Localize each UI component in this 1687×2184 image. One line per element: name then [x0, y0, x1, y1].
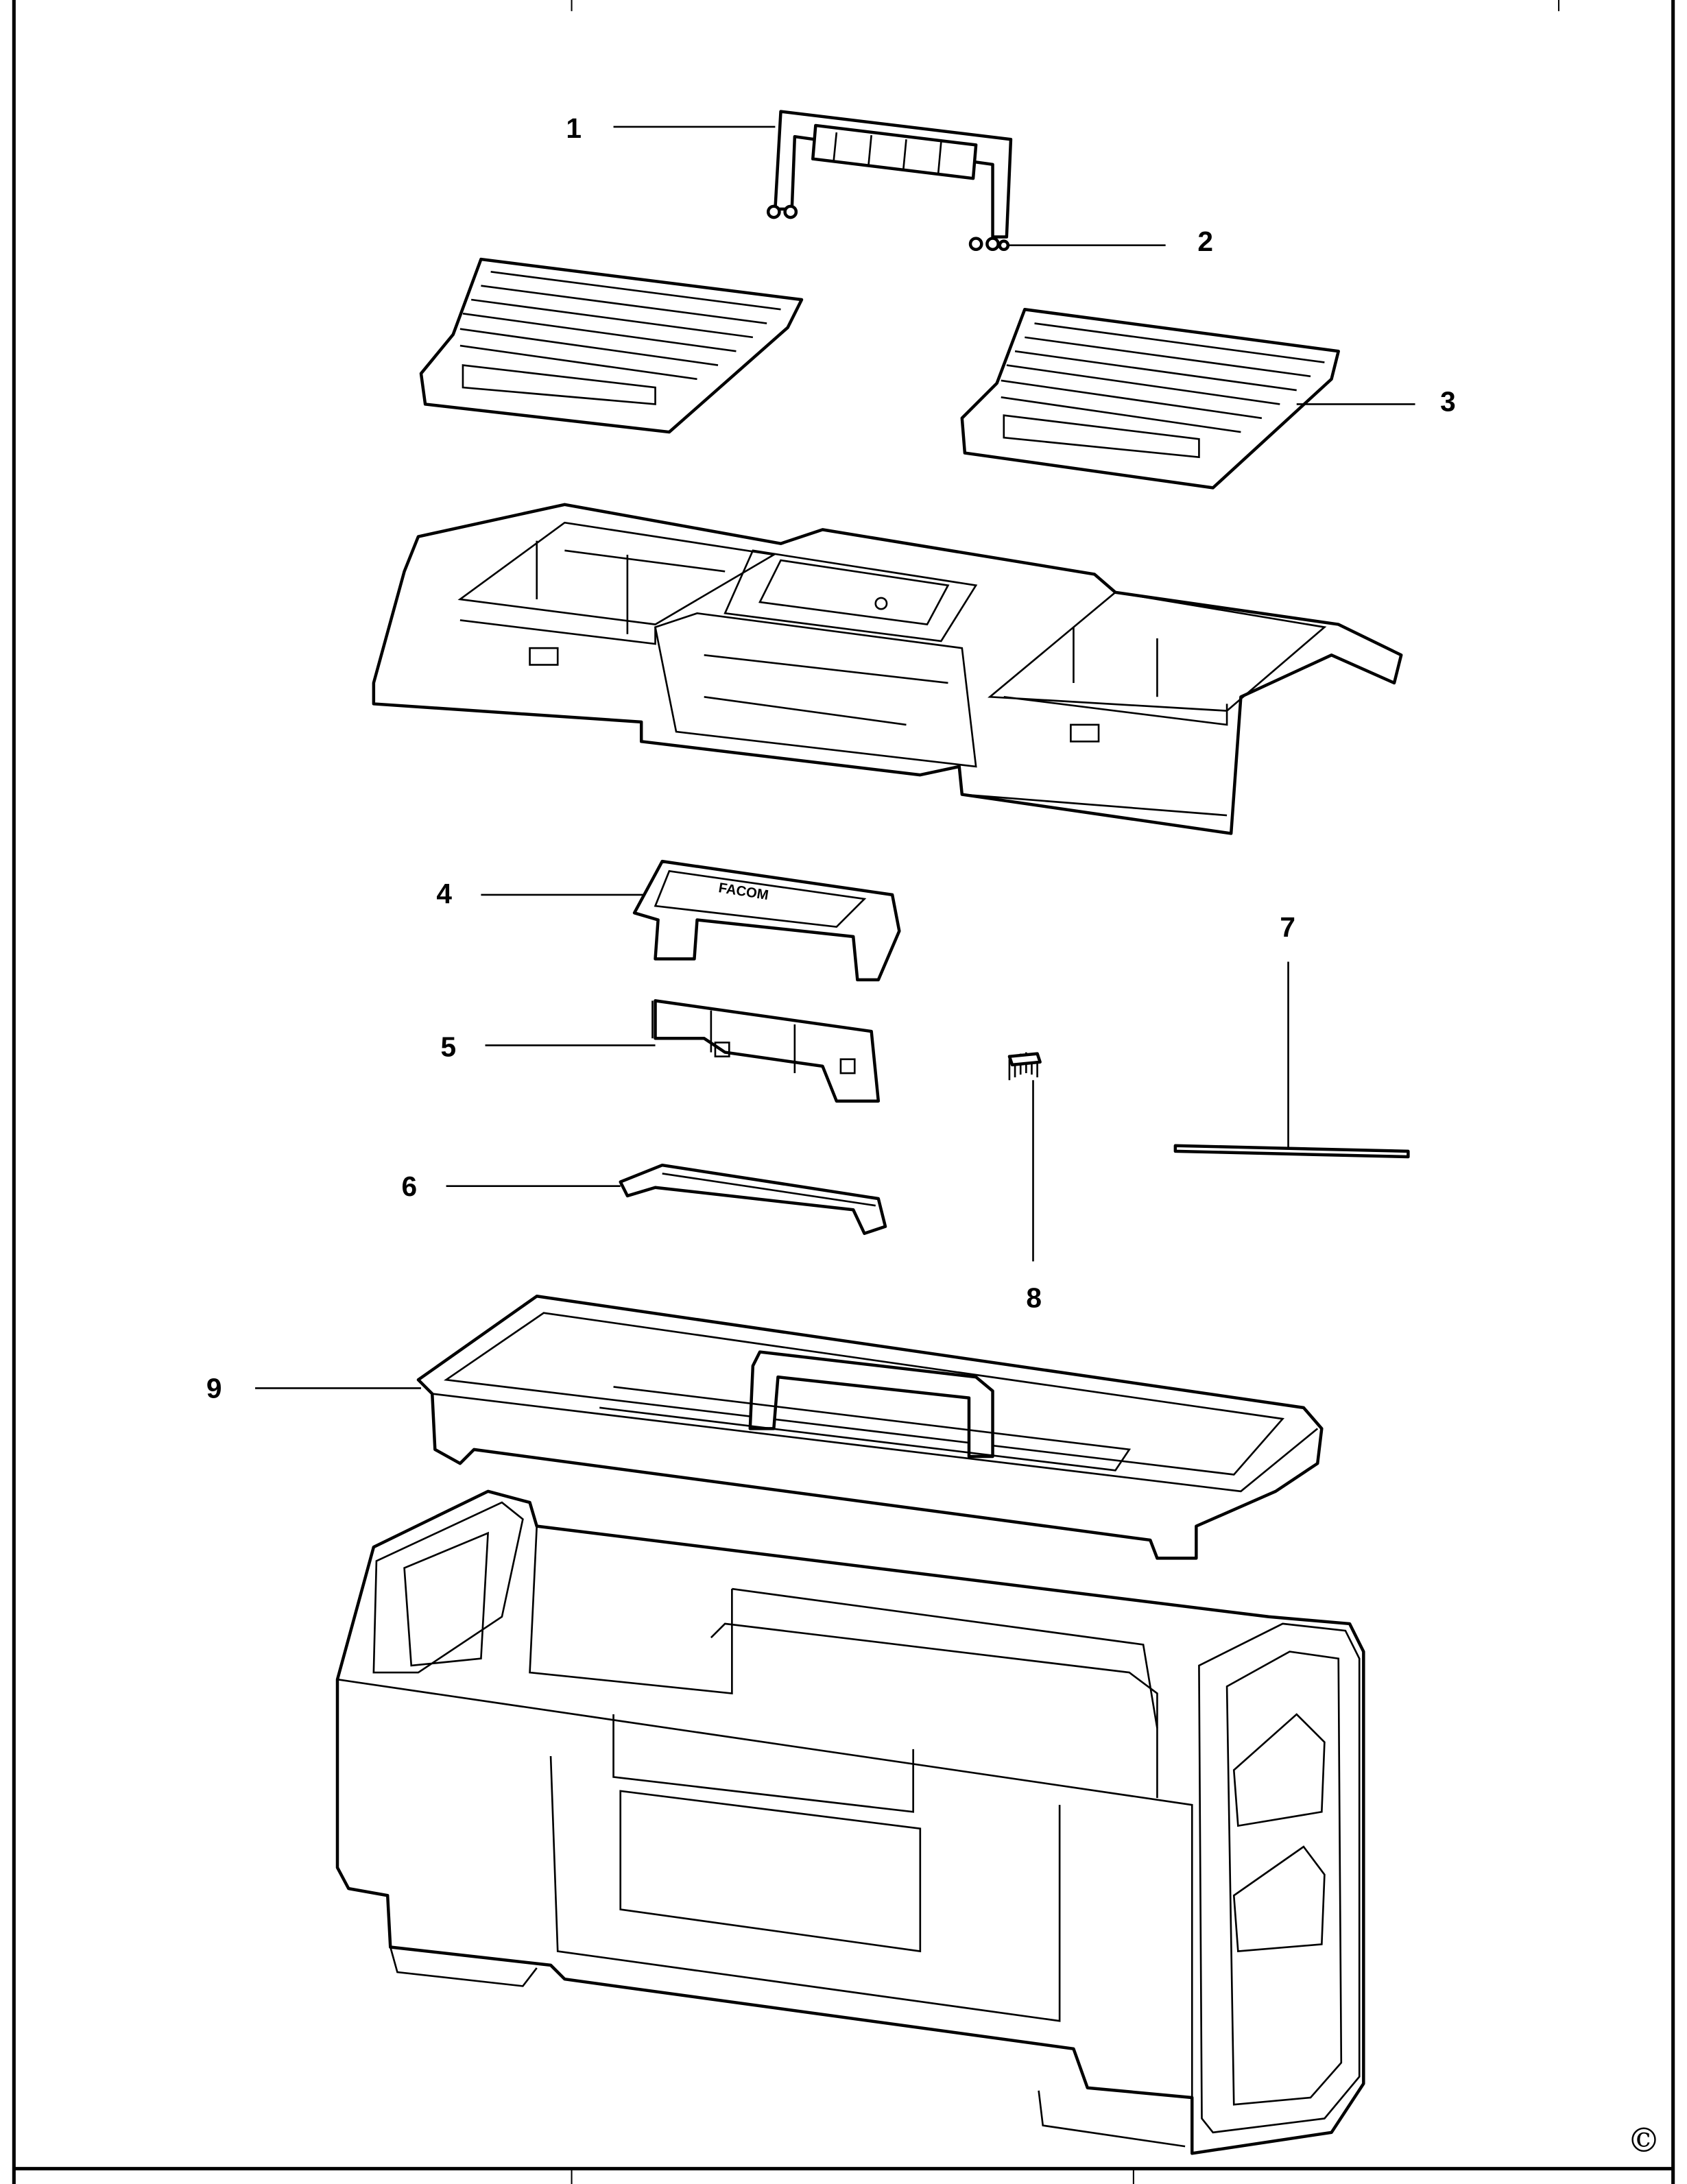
copyright-symbol: ©	[1627, 2121, 1661, 2160]
callout-7: 7	[1280, 911, 1295, 943]
lid-cover-left	[419, 257, 804, 434]
callout-2: 2	[1197, 226, 1213, 257]
toolbox-body	[335, 1489, 1365, 2155]
part-7-hinge-rod	[1173, 1144, 1410, 1159]
part-1-handle	[766, 110, 1013, 239]
callout-5: 5	[440, 1031, 456, 1063]
lid-tray	[372, 503, 1403, 835]
frame	[12, 0, 1675, 2184]
callout-3: 3	[1440, 386, 1456, 418]
part-8-spring	[1007, 1052, 1042, 1081]
callout-1: 1	[566, 112, 582, 144]
callouts: 1 2 3 4 5 6 7 8 9 ©	[206, 112, 1660, 2160]
callout-9: 9	[206, 1373, 222, 1404]
part-4-latch: FACOM	[632, 859, 901, 982]
part-5-latch-bracket	[651, 999, 881, 1103]
part-3-lid-cover	[960, 307, 1340, 490]
part-9-tote-tray	[416, 1295, 1324, 1560]
part-2-pin	[968, 237, 1010, 252]
callout-6: 6	[402, 1171, 418, 1202]
part-6-latch-wire	[619, 1163, 887, 1236]
callout-8: 8	[1026, 1282, 1042, 1314]
callout-4: 4	[436, 878, 452, 909]
